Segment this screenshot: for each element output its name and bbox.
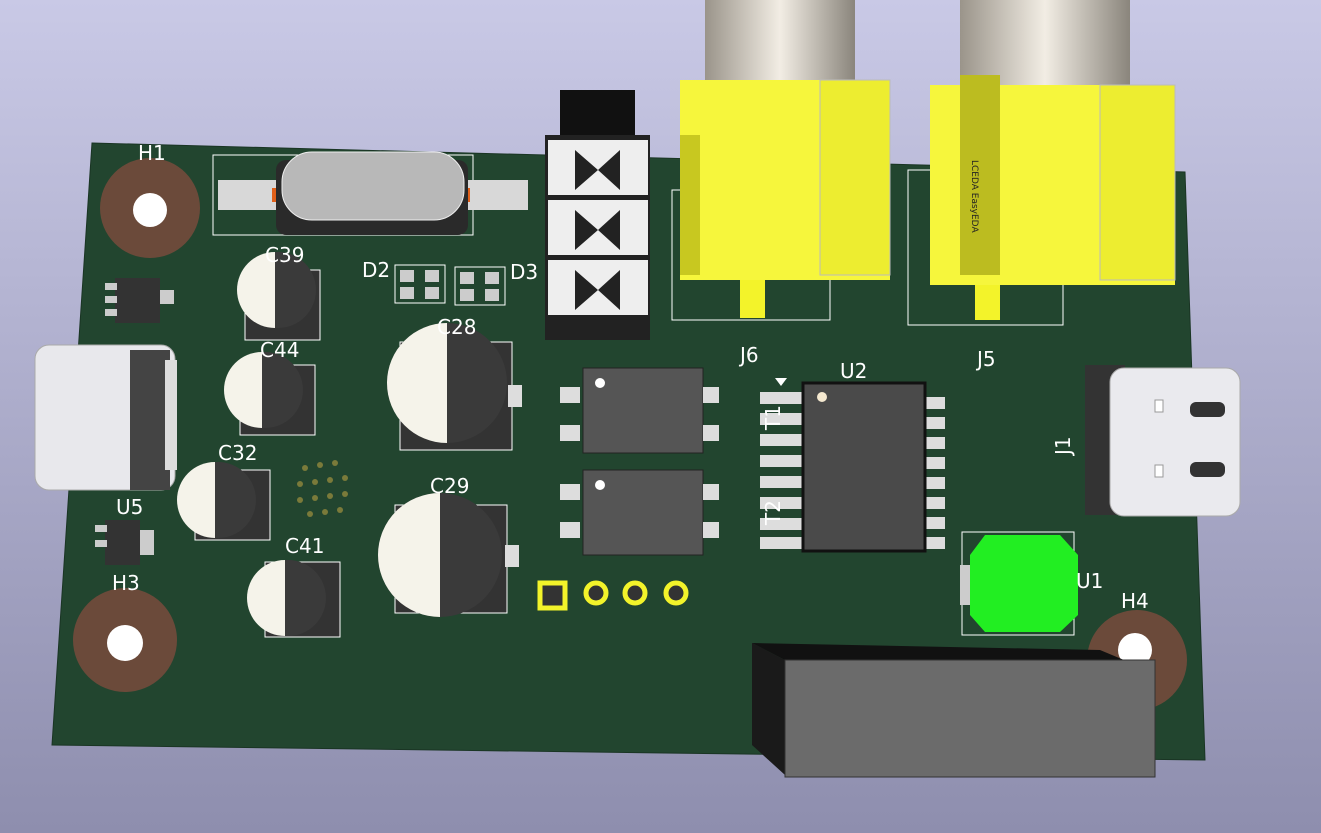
switch-u1 (960, 531, 1078, 636)
module-block (752, 643, 1156, 778)
ref-j5: J5 (975, 347, 996, 371)
capacitor-c28 (387, 323, 522, 451)
capacitor-c32 (177, 462, 271, 541)
ref-u1: U1 (1076, 569, 1103, 593)
ref-j6: J6 (738, 343, 759, 367)
usb-c-connector-j1 (1085, 365, 1241, 517)
capacitor-c29 (378, 493, 519, 617)
transformer-t2 (560, 469, 719, 556)
ref-d2: D2 (362, 258, 390, 282)
audio-jack (545, 90, 650, 340)
rca-connector-j5: LCEDA EasyEDA (907, 0, 1176, 326)
ref-c44: C44 (260, 338, 299, 362)
capacitor-c41 (247, 560, 341, 638)
ref-h3: H3 (112, 571, 140, 595)
ic-u2 (760, 378, 945, 553)
ref-t2: T2 (761, 500, 785, 526)
ref-u5: U5 (116, 495, 143, 519)
ref-d3: D3 (510, 260, 538, 284)
ref-u2: U2 (840, 359, 867, 383)
diode-d3 (454, 266, 506, 306)
regulator-chip (105, 278, 174, 323)
diode-d2 (394, 264, 446, 304)
via-array (297, 460, 348, 517)
ref-c29: C29 (430, 474, 469, 498)
ref-h1: H1 (138, 141, 166, 165)
usb-c-connector-left (34, 344, 177, 491)
transformer-t1 (560, 367, 719, 454)
ref-t1: T1 (761, 405, 785, 431)
ref-h4: H4 (1121, 589, 1149, 613)
easyeda-logo: LCEDA EasyEDA (969, 160, 979, 233)
chip-u5 (95, 520, 154, 565)
ref-j1: J1 (1051, 436, 1075, 457)
ref-c32: C32 (218, 441, 257, 465)
rca-connector-j6 (671, 0, 891, 321)
crystal (212, 151, 528, 236)
capacitor-c39 (237, 252, 321, 341)
mounting-hole-h3 (73, 588, 177, 692)
ref-c41: C41 (285, 534, 324, 558)
pin-header (537, 580, 689, 611)
mounting-hole-h1 (100, 158, 200, 258)
capacitor-c44 (224, 352, 316, 436)
ref-c28: C28 (437, 315, 476, 339)
ref-c39: C39 (265, 243, 304, 267)
